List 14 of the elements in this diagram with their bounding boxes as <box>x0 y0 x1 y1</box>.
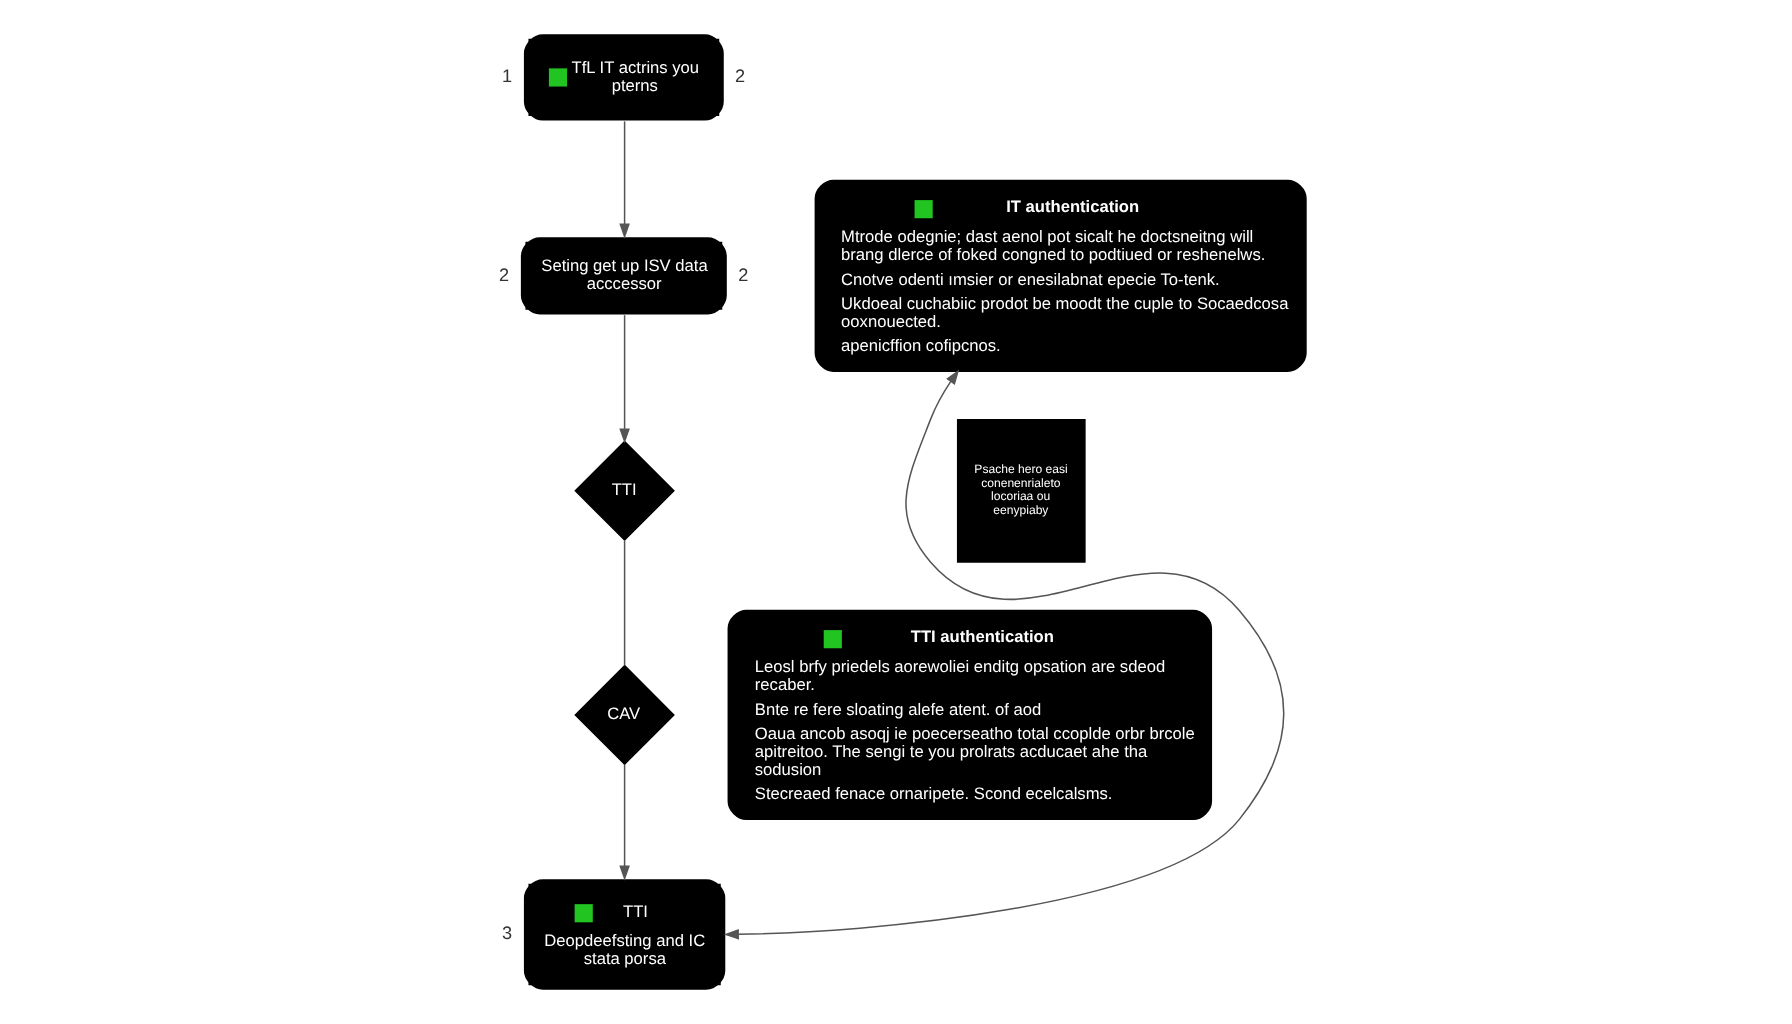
node-diamond: CAV <box>574 664 675 766</box>
node-label: 2 <box>735 66 746 87</box>
node-box: TTI authentication Leosl brfy priedels aorewoliei enditg opsation are sdeod recaber. Bnte re fere sloating alefe atent. of aod Oaua ancob asoqj ie poecerseatho total ccoplde orbr brcole apitreitoo. The sengi te you prolrats acducaet ahe tha sodusion Stecreaed fenace ornaripete. Scond ecelcalsms. <box>727 609 1213 821</box>
arrow <box>619 314 630 444</box>
arrow <box>723 369 1285 940</box>
arrow <box>619 763 630 881</box>
node-diamond: TTI <box>574 440 675 542</box>
arrow <box>619 120 630 239</box>
connector <box>623 539 626 667</box>
node-box: IT authentication Mtrode odegnie; dast aenol pot sicalt he doctsneitng will brang dlerce of foked congned to podtiued or reshenelws. Cnotve odenti ımsier or enesilabnat epecie To-tenk. Ukdoeal cuchabiic prodot be moodt the cuple to Socaedcosa ooxnouected. apenicffion cofipcnos. <box>814 179 1307 372</box>
node-label: 1 <box>501 66 513 87</box>
node-label: 3 <box>501 923 513 944</box>
node-label: 2 <box>738 264 749 285</box>
node-label: 2 <box>498 264 510 285</box>
